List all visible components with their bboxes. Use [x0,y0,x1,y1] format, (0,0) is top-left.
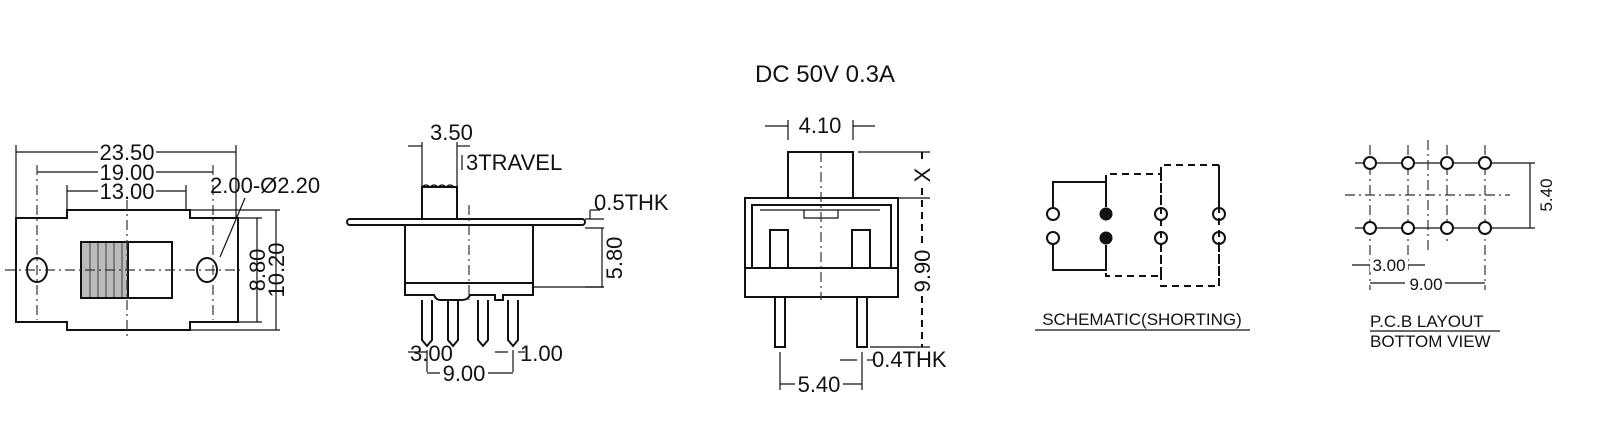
dim-plate-thickness: 0.5THK [594,190,669,215]
pcb-view-label: BOTTOM VIEW [1370,332,1491,351]
top-view: 23.50 19.00 13.00 2.00-Ø2.20 8.80 10.20 [5,140,320,340]
dim-pin-row-span: 5.40 [798,372,841,397]
dim-pcb-pitch: 3.00 [1372,256,1405,275]
dim-travel: 3TRAVEL [466,150,562,175]
dim-pin-pitch: 3.00 [410,341,453,366]
dim-actuator-width: 4.10 [799,113,842,138]
pcb-label: P.C.B LAYOUT [1370,312,1484,331]
dim-body-height: 5.80 [602,237,627,280]
dim-actuator-height: X [910,167,935,182]
dim-hole-size: 2.00-Ø2.20 [210,173,320,198]
dim-actuator-width: 3.50 [430,120,473,145]
dim-width-outer: 10.20 [264,242,289,297]
dim-total-height: 9.90 [910,250,935,293]
dim-body-length: 13.00 [99,179,154,204]
dim-hole-pitch: 19.00 [99,160,154,185]
dim-pcb-span: 9.00 [1409,275,1442,294]
pcb-layout: 5.40 3.00 9.00 P.C.B LAYOUT BOTTOM VIEW [1345,140,1556,351]
rating-title: DC 50V 0.3A [755,61,895,88]
side-view: 3.50 3TRAVEL 0.5THK 5.80 3.00 1.00 9.00 [346,120,669,386]
schematic-label: SCHEMATIC(SHORTING) [1042,310,1242,329]
schematic: SCHEMATIC(SHORTING) [1035,164,1250,331]
dim-width-inner: 8.80 [245,249,270,292]
dim-overall-length: 23.50 [99,140,154,165]
dim-pin-width: 1.00 [520,341,563,366]
end-view: 4.10 X 9.90 0.4THK 5.40 [744,113,947,397]
dim-row-spacing: 5.40 [1537,178,1556,211]
dim-pin-span: 9.00 [443,361,486,386]
dim-pin-thickness: 0.4THK [872,347,947,372]
